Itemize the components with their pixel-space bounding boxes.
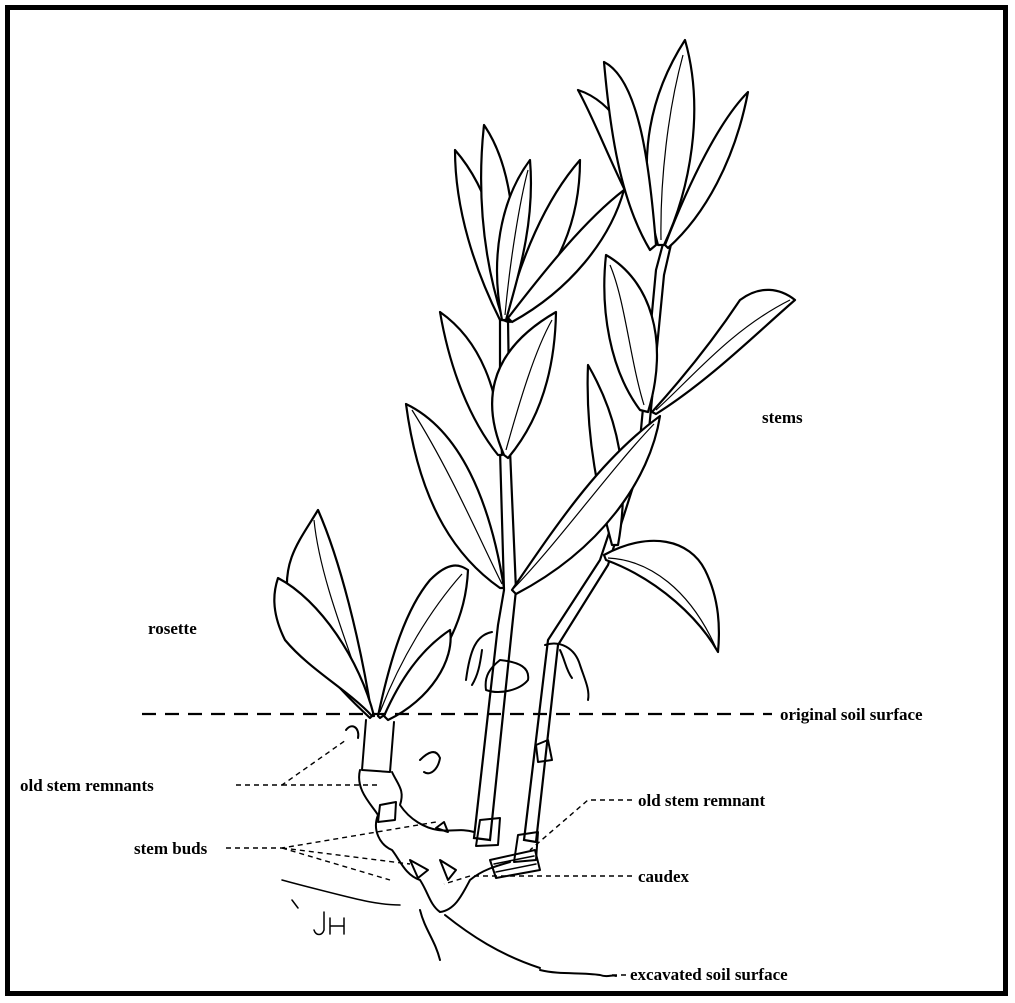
label-stems: stems	[762, 408, 803, 427]
artist-signature-mark	[314, 912, 344, 935]
label-excavated-soil-surface: excavated soil surface	[630, 965, 788, 984]
label-rosette: rosette	[148, 619, 197, 638]
label-old-stem-remnants: old stem remnants	[20, 776, 154, 795]
right-stem	[524, 40, 795, 842]
rosette-plant	[274, 510, 468, 772]
label-original-soil-surface: original soil surface	[780, 705, 923, 724]
caudex-structure	[282, 726, 616, 976]
label-stem-buds: stem buds	[134, 839, 208, 858]
middle-stem	[406, 125, 660, 840]
label-old-stem-remnant: old stem remnant	[638, 791, 766, 810]
label-caudex: caudex	[638, 867, 690, 886]
leader-lines	[226, 740, 632, 975]
